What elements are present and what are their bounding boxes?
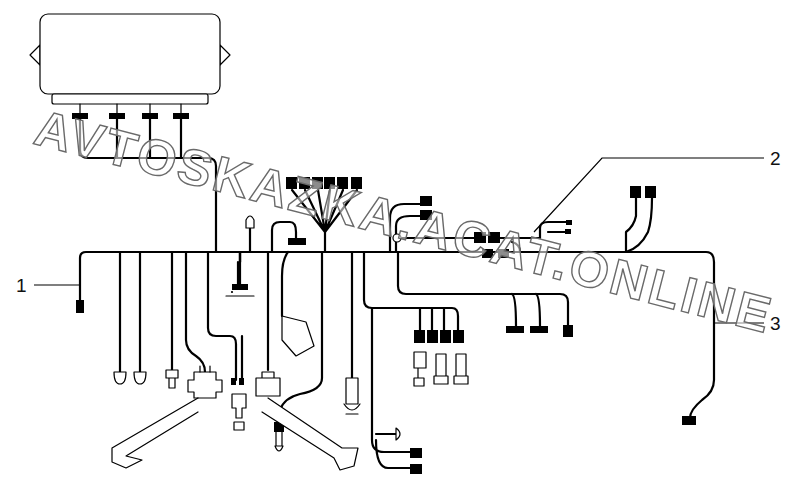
- watermark: AVTOSKAZKA.ACAT.ONLINE: [30, 102, 779, 341]
- callout-number: 1: [14, 276, 29, 295]
- callout-number: 2: [768, 149, 783, 168]
